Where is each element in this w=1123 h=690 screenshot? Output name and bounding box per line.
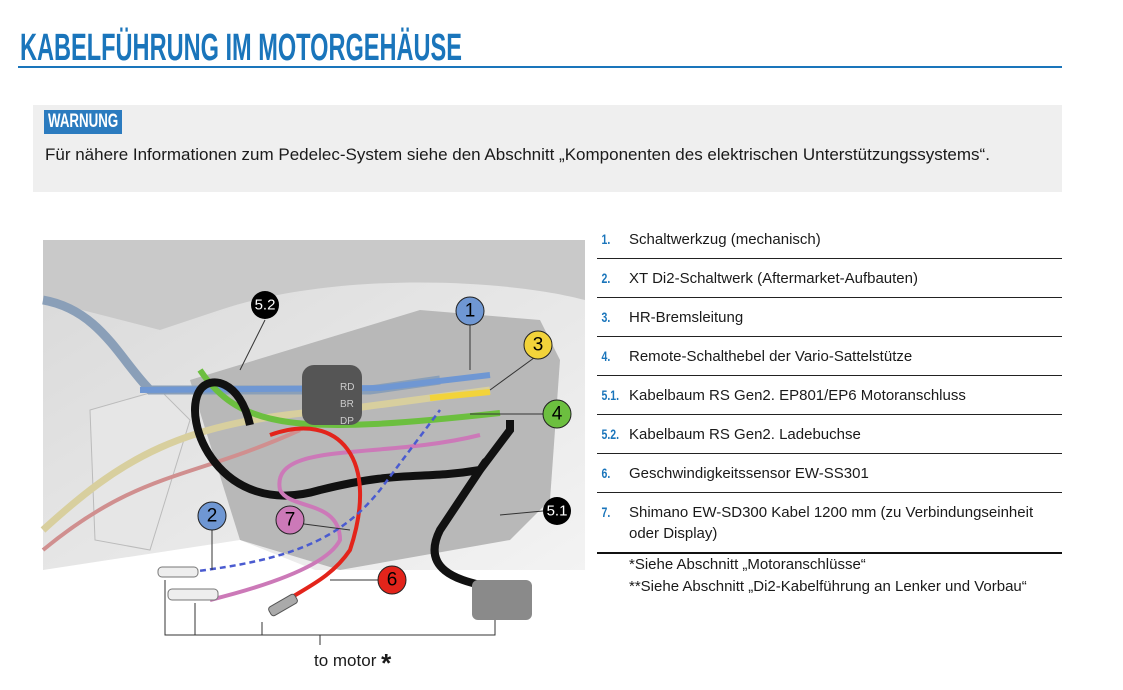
connector-5-1 — [472, 580, 532, 620]
cable-routing-illustration: RD BR DP 1 3 4 5.1 5.2 2 7 6 — [40, 240, 585, 680]
legend-item: 7.Shimano EW-SD300 Kabel 1200 mm (zu Ver… — [597, 493, 1062, 554]
footnotes: *Siehe Abschnitt „Motoranschlüsse“ **Sie… — [629, 554, 1049, 598]
svg-text:7: 7 — [285, 510, 296, 531]
label-rd: RD — [340, 382, 354, 393]
label-dp: DP — [340, 416, 354, 427]
to-motor-label: to motor * — [314, 648, 392, 678]
callout-5-2: 5.2 — [251, 291, 279, 319]
warning-text: Für nähere Informationen zum Pedelec-Sys… — [45, 145, 990, 164]
cable-1 — [139, 372, 491, 393]
cable-3 — [40, 386, 491, 533]
callout-2: 2 — [197, 501, 227, 531]
connector-2 — [157, 566, 199, 578]
callout-6: 6 — [377, 565, 407, 595]
svg-text:3: 3 — [533, 335, 544, 356]
cable-7 — [209, 433, 481, 602]
cable-clip — [302, 365, 362, 425]
svg-text:2: 2 — [207, 506, 218, 527]
legend-item: 2.XT Di2-Schaltwerk (Aftermarket-Aufbaut… — [597, 259, 1062, 298]
cable-6 — [269, 426, 362, 607]
warning-badge: WARNUNG — [44, 110, 122, 134]
connector-6 — [268, 593, 298, 617]
cable-4 — [197, 368, 501, 428]
legend-item: 1.Schaltwerkzug (mechanisch) — [597, 220, 1062, 259]
connector-7 — [167, 588, 219, 601]
page-title: KABELFÜHRUNG IM MOTORGEHÄUSE — [20, 27, 462, 69]
callout-5-1: 5.1 — [543, 497, 571, 525]
legend-item: 5.2.Kabelbaum RS Gen2. Ladebuchse — [597, 415, 1062, 454]
cable-5 — [191, 378, 514, 589]
footnote: *Siehe Abschnitt „Motoranschlüsse“ — [629, 556, 866, 573]
callout-1: 1 — [455, 296, 485, 326]
warning-box: WARNUNG Für nähere Informationen zum Ped… — [33, 105, 1062, 192]
legend-item: 3.HR-Bremsleitung — [597, 298, 1062, 337]
title-rule — [18, 66, 1062, 68]
legend-list: 1.Schaltwerkzug (mechanisch) 2.XT Di2-Sc… — [597, 220, 1062, 554]
callout-4: 4 — [542, 399, 572, 429]
svg-text:4: 4 — [552, 404, 563, 425]
svg-text:1: 1 — [465, 301, 476, 322]
svg-text:5.2: 5.2 — [255, 297, 276, 314]
callout-7: 7 — [275, 505, 305, 535]
cable-2 — [189, 409, 441, 574]
label-br: BR — [340, 399, 354, 410]
legend-item: 6.Geschwindigkeitssensor EW-SS301 — [597, 454, 1062, 493]
legend-item: 5.1.Kabelbaum RS Gen2. EP801/EP6 Motoran… — [597, 376, 1062, 415]
footnote: **Siehe Abschnitt „Di2-Kabelführung an L… — [629, 578, 1027, 595]
legend-item: 4.Remote-Schalthebel der Vario-Sattelstü… — [597, 337, 1062, 376]
svg-text:6: 6 — [387, 570, 398, 591]
callout-3: 3 — [523, 330, 553, 360]
svg-text:5.1: 5.1 — [547, 503, 568, 520]
